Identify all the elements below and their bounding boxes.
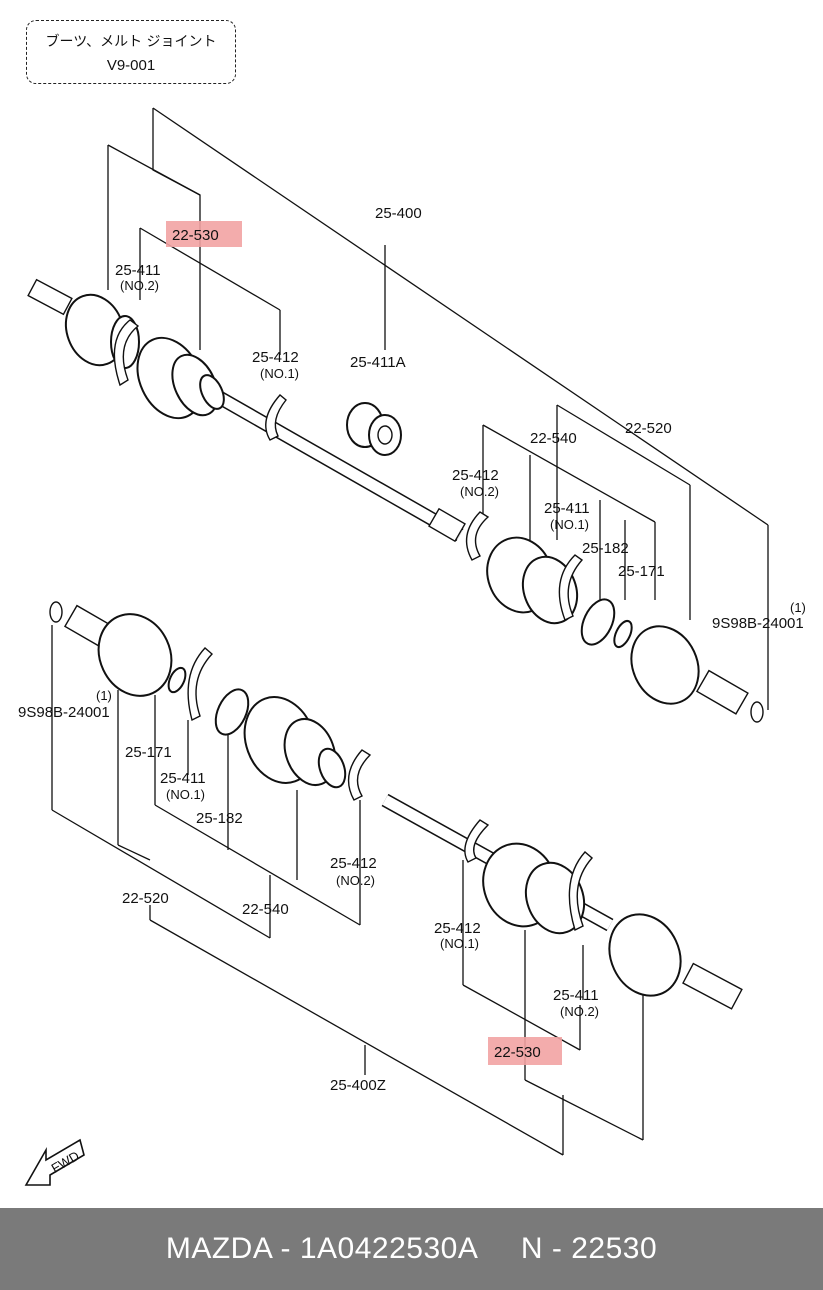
diagram-code: V9-001 — [106, 57, 156, 74]
diagram-title-box: ブーツ、メルト ジョイント V9-001 — [26, 20, 236, 84]
lower-ring-25-182 — [214, 688, 250, 736]
upper-inner-joint — [630, 625, 764, 723]
label-25-400: 25-400 — [375, 205, 422, 222]
diagram-title: ブーツ、メルト ジョイント — [45, 34, 217, 50]
upper-band-no2 — [113, 319, 140, 387]
label-25-411-no1-lower: 25-411 — [160, 770, 206, 787]
label-25-400z: 25-400Z — [330, 1077, 386, 1094]
lower-highlight-box — [488, 1037, 562, 1065]
label-25-412-no2-lower-sub: (NO.2) — [336, 873, 375, 888]
label-25-412-no1-upper: 25-412 — [252, 349, 299, 366]
label-25-412-no2-lower: 25-412 — [330, 855, 377, 872]
upper-highlight-box — [166, 221, 242, 247]
upper-outer-boot — [136, 336, 225, 420]
lower-band-no2 — [568, 851, 593, 931]
label-22-520-upper: 22-520 — [625, 420, 672, 437]
lower-clip-no2 — [347, 749, 372, 801]
lower-clip-no1 — [464, 819, 490, 863]
label-25-411-no2-upper-sub: (NO.2) — [120, 278, 159, 293]
fwd-arrow-icon: FWD — [24, 1138, 85, 1186]
label-22-530-lower: 22-530 — [494, 1044, 541, 1061]
upper-spline — [428, 507, 466, 543]
label-25-411-no2-upper: 25-411 — [115, 262, 161, 279]
label-25-412-no1-lower: 25-412 — [434, 920, 481, 937]
lower-inner-joint — [63, 604, 173, 697]
label-25-411-no2-lower-sub: (NO.2) — [560, 1004, 599, 1019]
label-22-530-upper: 22-530 — [172, 227, 219, 244]
label-25-182-lower: 25-182 — [196, 810, 243, 827]
label-22-540-lower: 22-540 — [242, 901, 289, 918]
upper-clip-no2 — [465, 511, 490, 561]
lower-snap-ring — [49, 601, 63, 623]
label-25-171-lower: 25-171 — [125, 744, 172, 761]
label-22-520-lower: 22-520 — [122, 890, 169, 907]
label-25-411-no1-upper-sub: (NO.1) — [550, 517, 589, 532]
footer-part-number: MAZDA - 1A0422530A N - 22530 — [165, 1232, 658, 1265]
lower-ring-25-171 — [167, 666, 187, 694]
label-25-412-no2-upper-sub: (NO.2) — [460, 484, 499, 499]
label-25-411-no1-upper: 25-411 — [544, 500, 590, 517]
lower-outer-boot — [482, 842, 586, 935]
lower-inner-boot — [243, 696, 347, 789]
lower-outer-joint — [608, 913, 743, 1010]
label-25-411-no2-lower: 25-411 — [553, 987, 599, 1004]
upper-ring-25-171 — [613, 619, 633, 649]
label-9s98b-lower: 9S98B-24001 — [18, 704, 110, 721]
label-25-411-no1-lower-sub: (NO.1) — [166, 787, 205, 802]
label-snap-ring-qty-lower: (1) — [96, 688, 112, 703]
label-25-171-upper: 25-171 — [618, 563, 665, 580]
label-25-412-no1-lower-sub: (NO.1) — [440, 936, 479, 951]
label-9s98b-upper: 9S98B-24001 — [712, 615, 804, 632]
upper-band-no1 — [558, 554, 584, 621]
label-25-182-upper: 25-182 — [582, 540, 629, 557]
upper-damper — [346, 402, 402, 456]
upper-clip-no1 — [265, 394, 287, 441]
label-25-411a: 25-411A — [350, 354, 406, 371]
label-22-540-upper: 22-540 — [530, 430, 577, 447]
label-snap-ring-qty-upper: (1) — [790, 600, 806, 615]
label-25-412-no2-upper: 25-412 — [452, 467, 499, 484]
upper-ring-25-182 — [580, 598, 616, 646]
lower-band-no1 — [187, 647, 214, 722]
parts-diagram: 25-400 22-530 25-411 (NO.2) 25-412 (NO.1… — [18, 107, 806, 1186]
label-25-412-no1-upper-sub: (NO.1) — [260, 366, 299, 381]
footer-bar: MAZDA - 1A0422530A N - 22530 — [0, 1208, 823, 1290]
